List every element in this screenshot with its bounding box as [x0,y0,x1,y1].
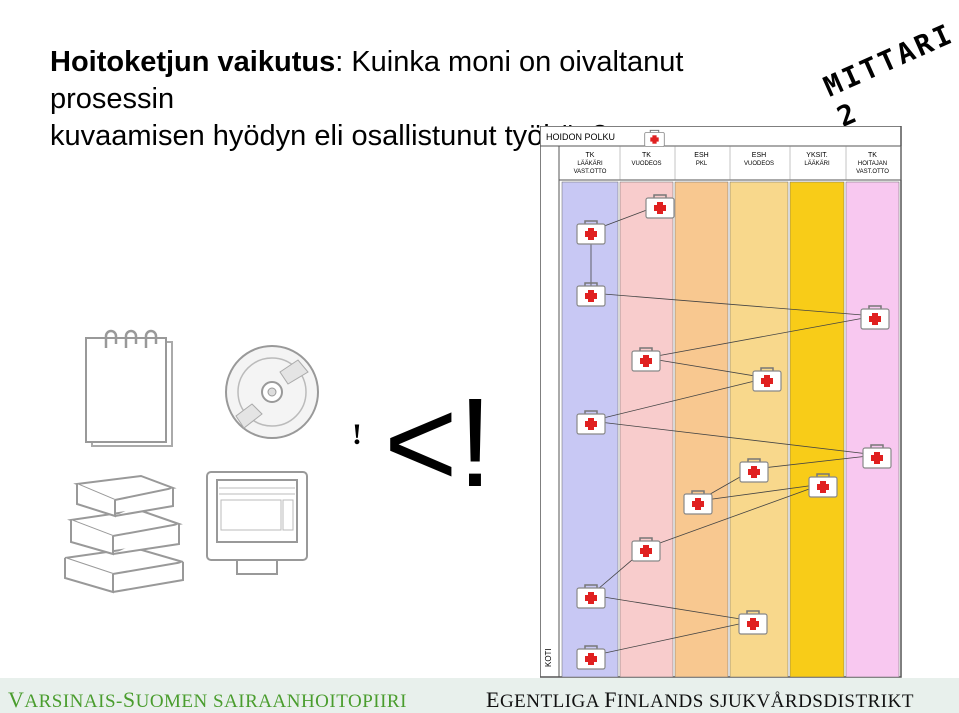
first-aid-kit-icon [576,645,606,670]
flow-arrow-3 [590,292,876,319]
first-aid-kit-icon [860,305,890,330]
first-aid-kit-icon [738,610,768,635]
lane-header-1-2: LÄÄKÄRI [577,160,603,167]
flow-arrow-11 [645,483,824,549]
flow-arrow-8 [753,454,878,471]
footer-left-cap2: S [122,687,136,712]
footer-left: VARSINAIS-SUOMEN SAIRAANHOITOPIIRI [8,687,407,713]
page-title: Hoitoketjun vaikutus: Kuinka moni on oiv… [50,44,810,155]
first-aid-kit-icon [808,473,838,498]
first-aid-kit-icon [576,584,606,609]
flow-arrow-7 [590,420,878,457]
exclamation-big: <! [384,372,493,513]
footer-right-rest2: INLANDS SJUKVÅRDSDISTRIKT [616,691,914,712]
footer-left-rest2: UOMEN SAIRAANHOITOPIIRI [135,691,407,712]
diagram-canvas: HOIDON POLKUTKLÄÄKÄRIVAST.OTTOTKVUODEOSE… [539,125,902,678]
lane-header-6-1: TK [868,152,877,159]
title-line2: kuvaamisen hyödyn eli osallistunut työhö… [50,120,608,152]
first-aid-kit-icon [576,220,606,245]
first-aid-kit-icon [862,444,892,469]
lane-header-6-3: VAST.OTTO [856,169,889,175]
flow-arrow-13 [590,594,754,623]
footer-right-rest1: GENTLIGA [499,691,605,712]
title-bold: Hoitoketjun vaikutus [50,46,336,78]
lane-5 [789,181,845,678]
flow-arrow-6 [590,377,768,423]
lane-6 [845,181,900,678]
notepad-icon [85,329,173,447]
lane-header-1-1: TK [586,152,595,159]
cd-icon [225,345,319,439]
exclamation-small: ! [352,418,362,451]
lane-header-2-2: VUODEOS [631,161,661,167]
flow-arrow-4 [645,315,876,360]
footer-right-cap2: F [604,687,617,712]
flow-arrow-10 [697,482,824,502]
mittari-stamp: MITTARI 2 [784,0,959,134]
flow-arrow-14 [590,620,754,658]
lane-header-2-1: TK [642,152,651,159]
first-aid-kit-icon [739,458,769,483]
lane-header-6-2: HOITAJAN [858,161,887,167]
lane-header-4-2: VUODEOS [744,161,774,167]
title-rest: : Kuinka moni on oivaltanut prosessin [50,46,684,115]
first-aid-kit-icon [576,410,606,435]
lane-header-3-2: PKL [696,161,708,167]
first-aid-kit-icon [644,129,665,147]
footer-bar: VARSINAIS-SUOMEN SAIRAANHOITOPIIRI EGENT… [0,678,959,713]
lane-header-1-3: VAST.OTTO [574,169,607,175]
stamp-text: MITTARI 2 [818,16,959,134]
first-aid-kit-icon [645,194,675,219]
diagram-title: HOIDON POLKU [546,132,615,142]
first-aid-kit-icon [576,282,606,307]
side-label-koti: KOTI [544,648,553,667]
footer-right: EGENTLIGA FINLANDS SJUKVÅRDSDISTRIKT [486,687,914,713]
lane-4 [729,181,789,678]
lane-header-5-2: LÄÄKÄRI [804,160,830,167]
lane-header-3-1: ESH [694,152,708,159]
first-aid-kit-icon [631,347,661,372]
first-aid-kit-icon [683,490,713,515]
footer-left-rest1: ARSINAIS- [24,691,123,712]
lane-header-5-1: YKSIT. [806,152,827,159]
first-aid-kit-icon [631,537,661,562]
flow-arrow-5 [645,357,768,380]
footer-right-cap1: E [486,687,500,712]
lane-header-4-1: ESH [752,152,766,159]
computer-icon [206,471,308,575]
first-aid-kit-icon [752,367,782,392]
footer-left-cap1: V [8,687,25,712]
books-icon [64,474,184,594]
lane-3 [674,181,729,678]
